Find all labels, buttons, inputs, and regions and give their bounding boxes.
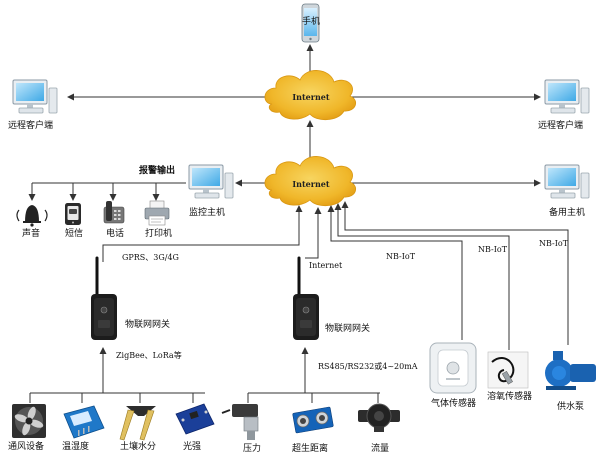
gateway-left-icon	[89, 256, 119, 342]
remote-client-right-icon	[544, 79, 590, 114]
sensor-ultrasonic-label: 超生距离	[292, 444, 329, 454]
sensor-ventilation-label: 通风设备	[8, 442, 45, 452]
nb-iot-label-2: NB-IoT	[478, 245, 508, 254]
sms-phone-icon	[65, 203, 81, 225]
alarm-output-title: 报警输出	[139, 166, 176, 176]
gateway-left-uplink-label: GPRS、3G/4G	[122, 253, 179, 262]
water-pump-icon	[545, 351, 596, 390]
remote-client-left-label: 远程客户端	[8, 121, 54, 131]
alarm-sound-label: 声音	[22, 229, 41, 239]
gateway-left-downlink-label: ZigBee、LoRa等	[116, 351, 182, 360]
monitor-host-icon	[188, 164, 234, 199]
cloud-middle-label: Internet	[292, 179, 329, 189]
internet-cloud-middle: Internet	[264, 156, 357, 207]
soil-moisture-sensor-icon	[119, 406, 156, 441]
telephone-icon	[103, 201, 125, 224]
gateway-left-label: 物联网网关	[125, 320, 171, 330]
ventilation-fan-icon	[12, 404, 46, 438]
monitor-host-label: 监控主机	[189, 208, 226, 218]
remote-client-right-label: 远程客户端	[538, 121, 584, 131]
backup-host-icon	[544, 164, 590, 199]
light-intensity-sensor-icon	[175, 403, 215, 435]
internet-cloud-top: Internet	[264, 70, 357, 121]
gateway-right-uplink-label: Internet	[309, 261, 343, 270]
backup-host-label: 备用主机	[549, 208, 586, 218]
gas-sensor-label: 气体传感器	[431, 399, 477, 409]
alarm-phone-label: 电话	[106, 229, 125, 239]
alarm-printer-label: 打印机	[145, 229, 173, 239]
water-pump-label: 供水泵	[557, 402, 585, 412]
sensor-pressure-label: 压力	[243, 444, 262, 454]
printer-icon	[144, 200, 170, 226]
dissolved-oxygen-sensor-label: 溶氧传感器	[487, 392, 533, 402]
remote-client-left-icon	[12, 79, 58, 114]
phone-icon	[301, 3, 320, 43]
cloud-top-label: Internet	[292, 92, 329, 102]
sensor-flow-label: 流量	[371, 444, 390, 454]
gateway-right-downlink-label: RS485/RS232或4~20mA	[318, 362, 418, 371]
gateway-right-label: 物联网网关	[325, 324, 371, 334]
nb-iot-label-3: NB-IoT	[539, 239, 569, 248]
sensor-temp-humidity-label: 温湿度	[62, 442, 90, 452]
pressure-sensor-icon	[221, 404, 259, 440]
nb-iot-label-1: NB-IoT	[386, 252, 416, 261]
sensor-light-label: 光强	[183, 442, 202, 452]
dissolved-oxygen-sensor-icon	[487, 351, 529, 389]
flow-meter-icon	[358, 403, 400, 432]
gas-sensor-icon	[429, 342, 477, 394]
connections	[28, 44, 569, 403]
phone-label: 手机	[302, 17, 321, 27]
alarm-sms-label: 短信	[65, 229, 84, 239]
temperature-humidity-sensor-icon	[63, 405, 105, 439]
speaker-bell-icon	[16, 205, 48, 227]
ultrasonic-distance-sensor-icon	[292, 406, 334, 434]
sensor-soil-moisture-label: 土壤水分	[120, 442, 157, 452]
